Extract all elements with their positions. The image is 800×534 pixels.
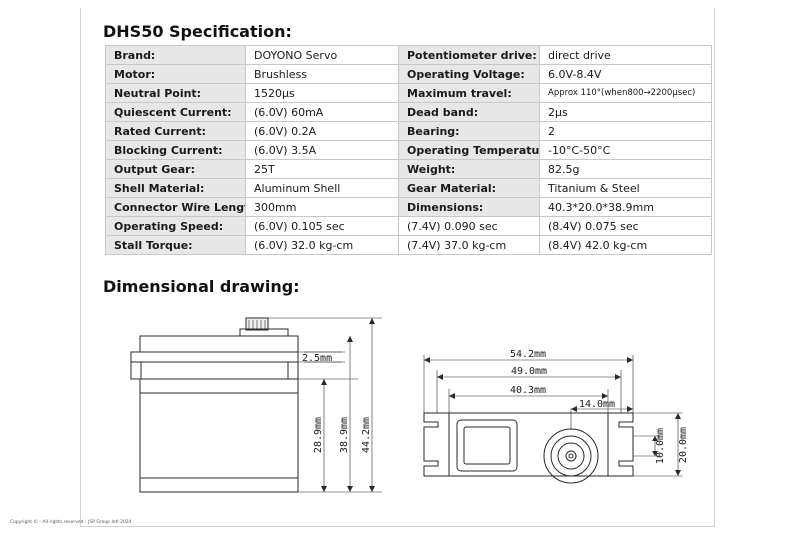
dim-label-54-2: 54.2mm (510, 349, 546, 360)
spec-value: 82.5g (539, 159, 712, 179)
spec-label: Potentiometer drive: (398, 45, 540, 65)
spec-row: Stall Torque:(6.0V) 32.0 kg-cm(7.4V) 37.… (105, 235, 712, 255)
spec-label: Connector Wire Length: (105, 197, 246, 217)
spec-value: Brushless (245, 64, 399, 84)
dim-label-44-2: 44.2mm (361, 417, 372, 453)
spec-row: Connector Wire Length:300mmDimensions:40… (105, 197, 712, 217)
dim-label-2-5: 2.5mm (302, 353, 332, 364)
spec-title: DHS50 Specification: (103, 22, 292, 41)
spec-label: Operating Speed: (105, 216, 246, 236)
spec-label: Neutral Point: (105, 83, 246, 103)
spec-value: (8.4V) 42.0 kg-cm (539, 235, 712, 255)
dim-label-40-3: 40.3mm (510, 385, 546, 396)
dim-label-20-0: 20.0mm (678, 427, 689, 463)
dim-label-10-0: 10.0mm (655, 428, 666, 464)
dim-label-14-0: 14.0mm (579, 399, 615, 410)
spec-label: Motor: (105, 64, 246, 84)
spec-value: 40.3*20.0*38.9mm (539, 197, 712, 217)
spec-label: Quiescent Current: (105, 102, 246, 122)
spec-value: direct drive (539, 45, 712, 65)
spec-value: Aluminum Shell (245, 178, 399, 198)
side-view (130, 317, 299, 493)
spec-row: Operating Speed:(6.0V) 0.105 sec(7.4V) 0… (105, 216, 712, 236)
content-frame (80, 8, 715, 527)
spec-value: 25T (245, 159, 399, 179)
dim-label-38-9: 38.9mm (339, 417, 350, 453)
spec-value: (6.0V) 32.0 kg-cm (245, 235, 399, 255)
spec-label: Dimensions: (398, 197, 540, 217)
spec-label: Dead band: (398, 102, 540, 122)
spec-label: Weight: (398, 159, 540, 179)
drawing-title: Dimensional drawing: (103, 277, 300, 296)
spec-value: (7.4V) 37.0 kg-cm (398, 235, 540, 255)
top-view (423, 412, 634, 484)
dim-label-28-9: 28.9mm (313, 417, 324, 453)
dim-label-49-0: 49.0mm (511, 366, 547, 377)
copyright-notice: Copyright © - All rights reserved - JSP … (10, 520, 132, 525)
spec-label: Gear Material: (398, 178, 540, 198)
